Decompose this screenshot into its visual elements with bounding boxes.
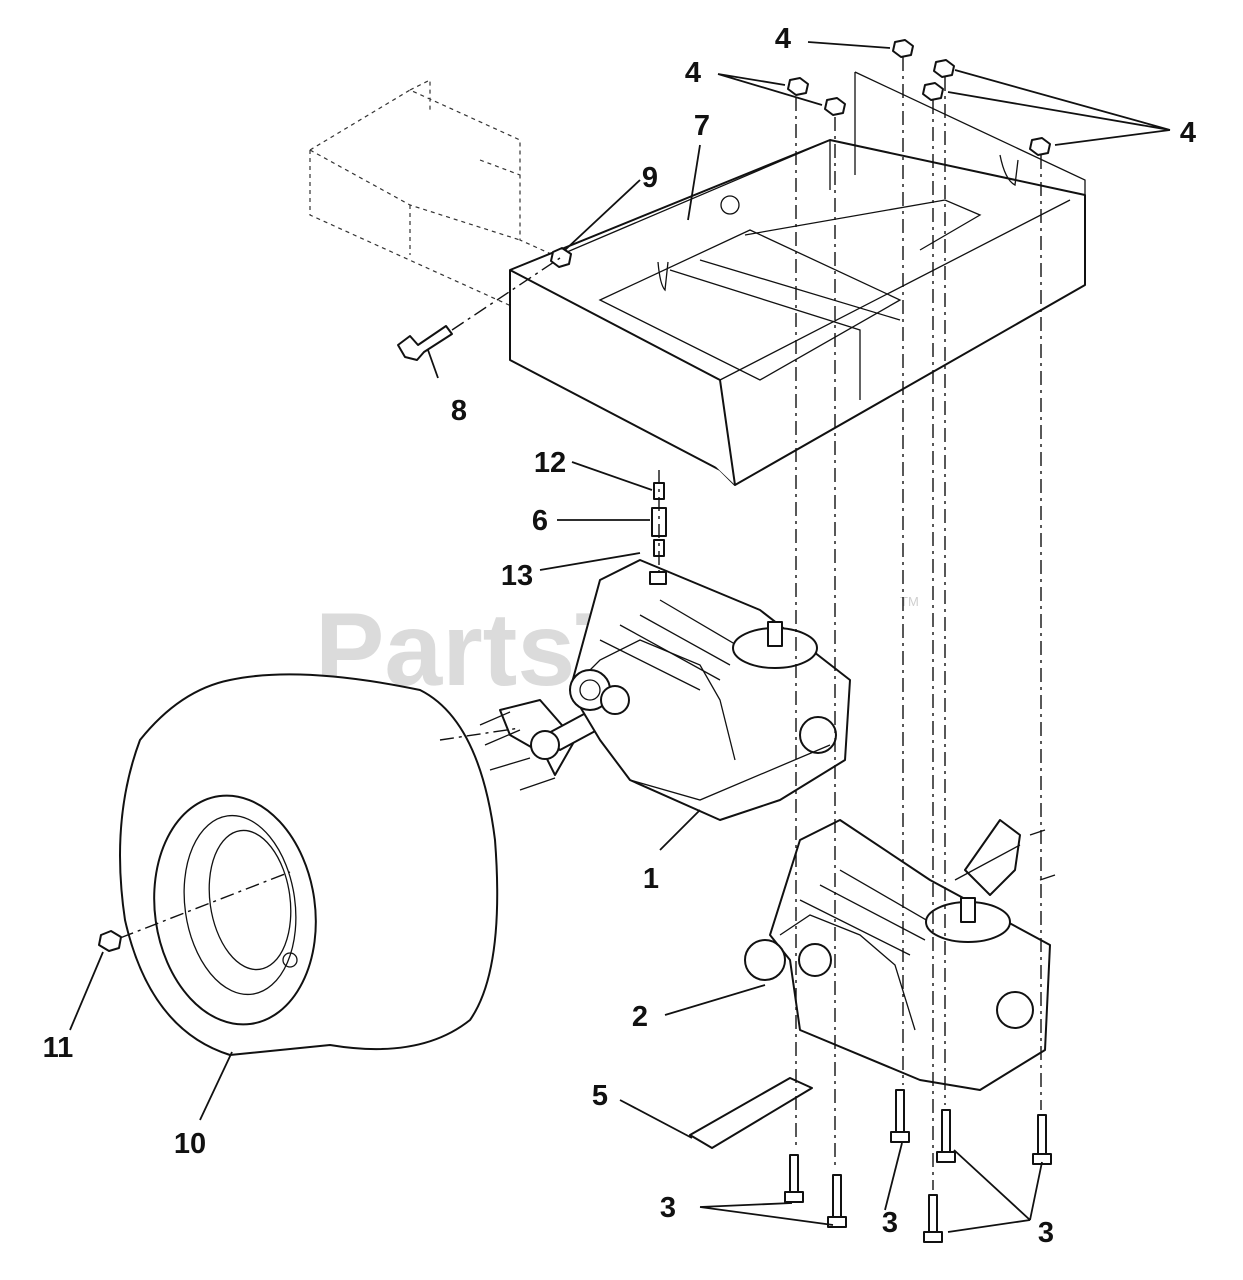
callout-label-7: 7 xyxy=(694,110,710,142)
watermark-trademark: TM xyxy=(900,594,919,609)
callout-label-8: 8 xyxy=(451,395,467,427)
nut-part-9 xyxy=(550,247,572,268)
nut-part-11 xyxy=(98,930,122,952)
bolts-part-3 xyxy=(784,1089,1052,1243)
callout-label-3-right: 3 xyxy=(1038,1217,1054,1249)
callout-label-9: 9 xyxy=(642,162,658,194)
tire-part-10 xyxy=(119,673,499,1056)
callout-label-4-right: 4 xyxy=(1180,117,1196,149)
bolt-part-8 xyxy=(397,325,453,361)
leader-lines xyxy=(69,41,1171,1233)
mounting-bracket-part-7 xyxy=(509,71,1086,486)
callout-label-4-top: 4 xyxy=(775,23,791,55)
strap-part-5 xyxy=(689,1077,813,1149)
callout-label-6: 6 xyxy=(532,505,548,537)
callout-label-10: 10 xyxy=(174,1128,206,1160)
callout-label-13: 13 xyxy=(501,560,533,592)
assembly-centerlines xyxy=(119,57,1042,1190)
callout-label-3-left: 3 xyxy=(660,1192,676,1224)
callout-label-3-middle: 3 xyxy=(882,1207,898,1239)
callout-label-2: 2 xyxy=(632,1001,648,1033)
callout-label-1: 1 xyxy=(643,863,659,895)
callout-labels: 9 7 4 4 4 8 12 6 13 1 2 5 3 3 3 10 11 xyxy=(43,23,1196,1249)
frame-reference-ghost xyxy=(309,79,721,450)
callout-label-11: 11 xyxy=(43,1032,74,1064)
nuts-part-4 xyxy=(787,39,1051,156)
callout-label-12: 12 xyxy=(534,447,566,479)
callout-label-5: 5 xyxy=(592,1080,608,1112)
transaxle-part-1 xyxy=(569,559,851,821)
transaxle-part-2 xyxy=(744,819,1056,1091)
callout-label-4-left: 4 xyxy=(685,57,701,89)
